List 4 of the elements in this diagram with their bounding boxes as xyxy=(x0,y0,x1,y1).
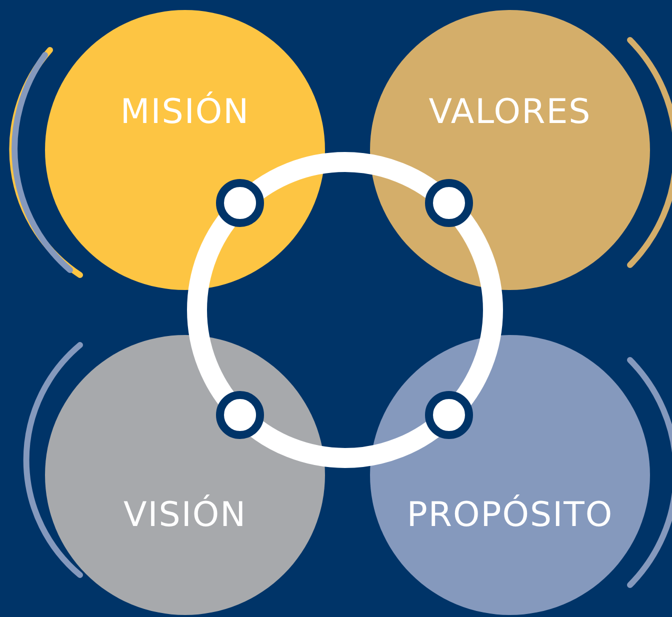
circle-title: VALORES xyxy=(428,92,592,132)
circle-title: PROPÓSITO xyxy=(406,495,614,535)
circle-title: MISIÓN xyxy=(119,92,251,132)
circle-title: VISIÓN xyxy=(122,495,248,535)
